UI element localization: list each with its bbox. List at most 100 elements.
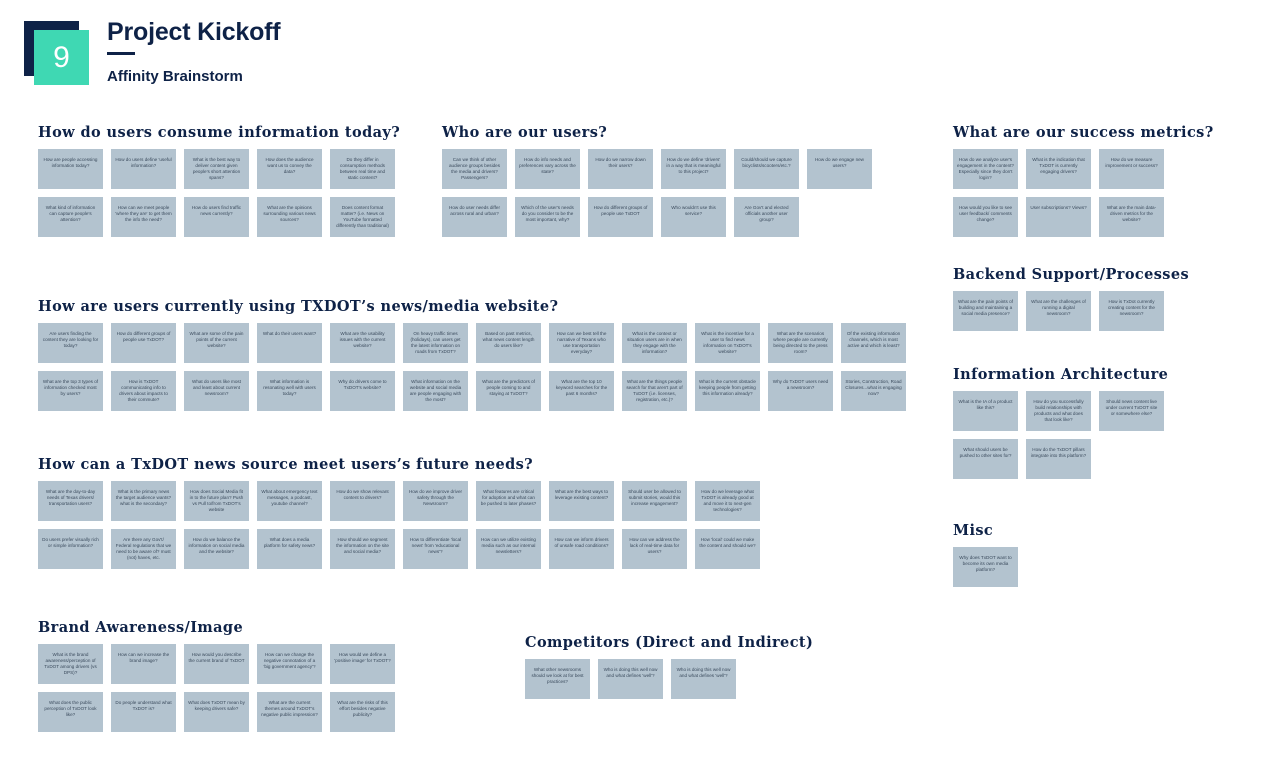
sticky-note[interactable]: What are some of the pain points of the … [184,323,249,363]
sticky-note[interactable]: What information on the website and soci… [403,371,468,411]
sticky-note[interactable]: What are the best ways to leverage exist… [549,481,614,521]
cluster-title: Competitors (Direct and Indirect) [525,634,814,651]
sticky-note[interactable]: What are the top 10 keyword searches for… [549,371,614,411]
sticky-note[interactable]: Should user be allowed to submit stories… [622,481,687,521]
sticky-note[interactable]: How is TxDOT communicating info to drive… [111,371,176,411]
sticky-note[interactable]: What is the current obstacle keeping peo… [695,371,760,411]
sticky-note[interactable]: How does the audience want us to convey … [257,149,322,189]
sticky-note[interactable]: User subscriptions? Views? [1026,197,1091,237]
sticky-note[interactable]: What is the context or situation users a… [622,323,687,363]
sticky-note[interactable]: What does the public perception of TxDOT… [38,692,103,732]
cluster-title: Brand Awareness/Image [38,619,244,636]
sticky-note[interactable]: What are the opinions surrounding variou… [257,197,322,237]
sticky-note[interactable]: What is the indication that TxDOT is cur… [1026,149,1091,189]
sticky-note[interactable]: What about emergency text messages, a po… [257,481,322,521]
sticky-note[interactable]: Who is doing this well now and what defi… [598,659,663,699]
sticky-note[interactable]: What is the IA of a product like this? [953,391,1018,431]
cluster-title: How do users consume information today? [38,124,401,141]
sticky-note[interactable]: What are the pain points of building and… [953,291,1018,331]
sticky-note[interactable]: How are people accessing information tod… [38,149,103,189]
sticky-note[interactable]: Are there any Gov't/ Federal regulations… [111,529,176,569]
cluster-title: Backend Support/Processes [953,266,1190,283]
sticky-note[interactable]: What is the incentive for a user to find… [695,323,760,363]
sticky-note[interactable]: What other newsrooms should we look at f… [525,659,590,699]
sticky-note[interactable]: On heavy traffic times (holidays), can u… [403,323,468,363]
sticky-note[interactable]: How do different groups of people use Tx… [111,323,176,363]
sticky-note[interactable]: How can we increase the brand image? [111,644,176,684]
sticky-note[interactable]: How is TxDot currently creating content … [1099,291,1164,331]
sticky-note[interactable]: What is the primary news the target audi… [111,481,176,521]
sticky-note[interactable]: How can we utilize existing media such a… [476,529,541,569]
sticky-note[interactable]: Of the existing information channels, wh… [841,323,906,363]
sticky-note[interactable]: Could/should we capture bicyclists/scoot… [734,149,799,189]
sticky-note[interactable]: Can we think of other audience groups be… [442,149,507,189]
sticky-note[interactable]: What are the current themes around TxDOT… [257,692,322,732]
sticky-note[interactable]: Who wouldn't use this service? [661,197,726,237]
sticky-note[interactable]: How can we best tell the narrative of Te… [549,323,614,363]
sticky-note[interactable]: What information is resonating well with… [257,371,322,411]
sticky-note[interactable]: Are users finding the content they are l… [38,323,103,363]
sticky-note[interactable]: Should news content live under current T… [1099,391,1164,431]
sticky-note[interactable]: What are the main data-driven metrics fo… [1099,197,1164,237]
sticky-note[interactable]: What are the things people search for th… [622,371,687,411]
sticky-note[interactable]: Who is doing this well now and what defi… [671,659,736,699]
sticky-note[interactable]: How does Social Media fit in to the futu… [184,481,249,521]
sticky-note[interactable]: How do we engage new users? [807,149,872,189]
sticky-note[interactable]: Do users prefer visually rich or simple … [38,529,103,569]
sticky-note[interactable]: How do we define 'drivers' in a way that… [661,149,726,189]
sticky-note[interactable]: How do we analyze user's engagement in t… [953,149,1018,189]
sticky-note[interactable]: Stories, Construction, Road Closures...w… [841,371,906,411]
sticky-note[interactable]: How to differentiate 'local news' from '… [403,529,468,569]
sticky-note[interactable]: What are the challenges of running a dig… [1026,291,1091,331]
sticky-note[interactable]: How can we meet people 'where they are' … [111,197,176,237]
sticky-note[interactable]: How would you like to see user feedback/… [953,197,1018,237]
sticky-note[interactable]: How do user needs differ across rural an… [442,197,507,237]
sticky-note[interactable]: Why do drivers come to TxDOT's website? [330,371,395,411]
sticky-note[interactable]: What is the brand awareness/perception o… [38,644,103,684]
sticky-note[interactable]: What features are critical for adoption … [476,481,541,521]
sticky-note[interactable]: What kind of information can capture peo… [38,197,103,237]
sticky-note[interactable]: How do users define 'useful information? [111,149,176,189]
sticky-note[interactable]: How do we leverage what TxDOT is already… [695,481,760,521]
title-divider [107,52,135,55]
sticky-note[interactable]: How can we inform drivers of unsafe road… [549,529,614,569]
sticky-note[interactable]: What are the risks of this effort beside… [330,692,395,732]
sticky-note[interactable]: How can we address the lack of real-time… [622,529,687,569]
sticky-note[interactable]: What are the top 3 types of information … [38,371,103,411]
sticky-note[interactable]: How do the TxDOT pillars integrate into … [1026,439,1091,479]
sticky-note[interactable]: How can we change the negative connotati… [257,644,322,684]
sticky-note[interactable]: How do users find traffic news currently… [184,197,249,237]
sticky-note[interactable]: How do info needs and preferences vary a… [515,149,580,189]
sticky-note[interactable]: What are the day-to-day needs of Texas d… [38,481,103,521]
sticky-note[interactable]: How do we show relevant content to drive… [330,481,395,521]
sticky-note[interactable]: What do users like most and least about … [184,371,249,411]
sticky-note[interactable]: What is the best way to deliver content … [184,149,249,189]
sticky-note[interactable]: Do people understand what TxDOT is? [111,692,176,732]
sticky-note[interactable]: How would we define a 'positive image' f… [330,644,395,684]
sticky-note[interactable]: What are the usability issues with the c… [330,323,395,363]
sticky-note[interactable]: Based on past metrics, what news content… [476,323,541,363]
cluster-title: How are users currently using TXDOT’s ne… [38,298,559,315]
sticky-note[interactable]: What does a media platform for safety ne… [257,529,322,569]
sticky-note[interactable]: Which of the user's needs do you conside… [515,197,580,237]
sticky-note[interactable]: How would you describe the current brand… [184,644,249,684]
sticky-note[interactable]: How do we balance the information on soc… [184,529,249,569]
sticky-note[interactable]: What should users be pushed to other sit… [953,439,1018,479]
sticky-note[interactable]: Why does TxDOT want to become its own me… [953,547,1018,587]
sticky-note[interactable]: What do their users want? [257,323,322,363]
sticky-note[interactable]: Why do TxDOT users need a newsroom? [768,371,833,411]
sticky-note[interactable]: How do different groups of people use Tx… [588,197,653,237]
sticky-note[interactable]: How do you successfully build relationsh… [1026,391,1091,431]
sticky-note[interactable]: What are the predictors of people coming… [476,371,541,411]
sticky-note[interactable]: Are Gov't and elected officials another … [734,197,799,237]
sticky-note[interactable]: What does TxDOT mean by keeping drivers … [184,692,249,732]
sticky-note[interactable]: How do we narrow down their users? [588,149,653,189]
sticky-note[interactable]: How should we segment the information on… [330,529,395,569]
sticky-note[interactable]: How do we measure improvement or success… [1099,149,1164,189]
sticky-note[interactable]: Do they differ in consumption methods be… [330,149,395,189]
sticky-note[interactable]: How do we improve driver safety through … [403,481,468,521]
sticky-note[interactable]: How 'local' could we make the content an… [695,529,760,569]
cluster-title: What are our success metrics? [953,124,1214,141]
sticky-note[interactable]: Does content format matter? (i.e. News o… [330,197,395,237]
sticky-note[interactable]: What are the scenarios where people are … [768,323,833,363]
